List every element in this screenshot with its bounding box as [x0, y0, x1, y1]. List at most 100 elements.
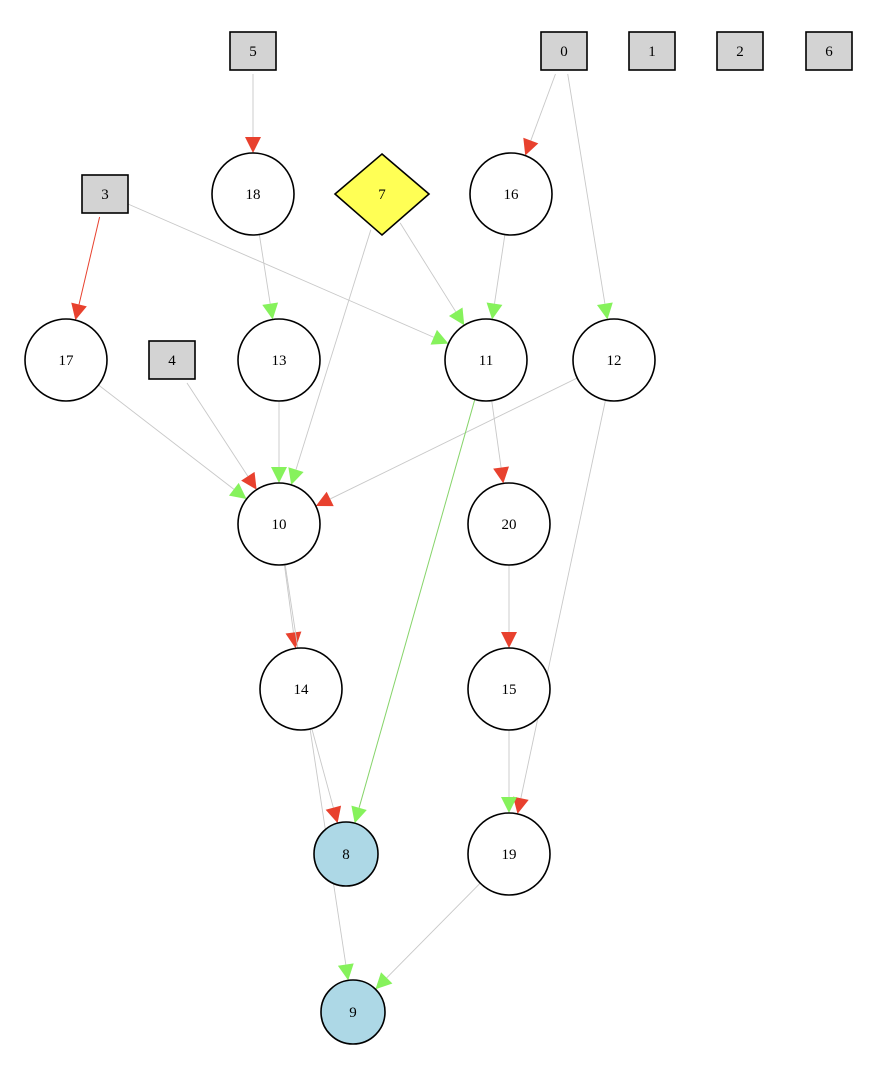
node-label: 4 — [168, 353, 176, 369]
edge-arrowhead — [501, 632, 517, 648]
hidden-node-circle — [467, 647, 551, 731]
edge-arrowhead — [430, 329, 449, 345]
hidden-node-circle — [469, 152, 553, 236]
edge-line — [494, 234, 506, 304]
node-label: 19 — [502, 847, 517, 863]
node-label: 10 — [272, 517, 287, 533]
node-label: 6 — [825, 44, 833, 60]
node-label: 18 — [246, 187, 261, 203]
edge-arrowhead — [486, 302, 503, 320]
node-19: 19 — [467, 812, 551, 896]
edge-arrowhead — [513, 796, 529, 814]
node-13: 13 — [237, 318, 321, 402]
edge-19-to-9 — [375, 882, 481, 990]
node-7: 7 — [333, 152, 431, 237]
output-node-circle — [320, 979, 386, 1045]
node-8: 8 — [313, 821, 379, 887]
node-label: 1 — [648, 44, 656, 60]
node-6: 6 — [805, 31, 853, 71]
edge-arrowhead — [241, 471, 257, 490]
node-11: 11 — [444, 318, 528, 402]
edge-arrowhead — [351, 805, 367, 824]
edge-arrowhead — [523, 137, 539, 156]
hidden-node-circle — [237, 482, 321, 566]
node-label: 20 — [502, 517, 517, 533]
edge-13-to-10 — [271, 401, 287, 483]
edge-line — [491, 400, 502, 468]
edge-0-to-12 — [567, 73, 613, 320]
edge-14-to-8 — [311, 728, 342, 824]
node-label: 2 — [736, 44, 744, 60]
edge-line — [283, 564, 294, 633]
edge-3-to-17 — [71, 216, 101, 321]
edge-line — [295, 229, 372, 470]
node-18: 18 — [211, 152, 295, 236]
edge-arrowhead — [71, 302, 87, 321]
node-label: 5 — [249, 44, 257, 60]
edge-4-to-10 — [186, 382, 257, 490]
edge-arrowhead — [325, 805, 342, 824]
edge-arrowhead — [245, 137, 261, 153]
node-label: 12 — [607, 353, 622, 369]
node-3: 3 — [81, 174, 129, 214]
node-12: 12 — [572, 318, 656, 402]
edge-arrowhead — [228, 482, 247, 499]
edge-11-to-20 — [491, 400, 510, 484]
edge-20-to-15 — [501, 565, 517, 648]
edge-line — [98, 384, 235, 490]
bias-node-diamond — [333, 152, 431, 237]
edge-5-to-18 — [245, 74, 261, 153]
node-label: 16 — [504, 187, 520, 203]
edge-arrowhead — [596, 302, 613, 320]
edge-10-to-14 — [283, 564, 302, 649]
node-label: 3 — [101, 187, 109, 203]
edge-arrowhead — [285, 631, 302, 649]
input-node-box — [805, 31, 853, 71]
edge-line — [186, 382, 249, 477]
edge-line — [258, 234, 271, 304]
edge-arrowhead — [375, 972, 393, 990]
node-4: 4 — [148, 340, 196, 380]
edge-line — [311, 728, 334, 808]
node-0: 0 — [540, 31, 588, 71]
edge-line — [127, 203, 434, 338]
node-16: 16 — [469, 152, 553, 236]
input-node-box — [716, 31, 764, 71]
edge-11-to-8 — [351, 399, 476, 824]
edge-arrowhead — [262, 302, 279, 320]
edge-line — [386, 882, 481, 979]
edge-18-to-13 — [258, 234, 279, 320]
edge-12-to-19 — [513, 400, 606, 814]
edge-line — [567, 73, 606, 304]
input-node-box — [148, 340, 196, 380]
hidden-node-circle — [259, 647, 343, 731]
edge-arrowhead — [337, 963, 354, 981]
hidden-node-circle — [24, 318, 108, 402]
edge-15-to-19 — [501, 730, 517, 813]
input-node-box — [628, 31, 676, 71]
edge-line — [78, 216, 101, 305]
edge-17-to-10 — [98, 384, 247, 499]
edge-0-to-16 — [523, 73, 556, 156]
node-5: 5 — [229, 31, 277, 71]
node-17: 17 — [24, 318, 108, 402]
edges-layer — [71, 73, 613, 990]
edge-10-to-9 — [284, 564, 354, 981]
node-9: 9 — [320, 979, 386, 1045]
edge-line — [520, 400, 606, 799]
edge-7-to-10 — [288, 229, 372, 485]
node-label: 7 — [378, 187, 386, 203]
edge-arrowhead — [493, 466, 510, 484]
node-1: 1 — [628, 31, 676, 71]
node-label: 8 — [342, 847, 350, 863]
input-node-box — [540, 31, 588, 71]
edge-line — [530, 73, 556, 141]
hidden-node-circle — [467, 812, 551, 896]
edge-arrowhead — [448, 307, 465, 326]
edge-line — [329, 377, 578, 500]
hidden-node-circle — [444, 318, 528, 402]
node-2: 2 — [716, 31, 764, 71]
edge-7-to-11 — [399, 222, 465, 326]
